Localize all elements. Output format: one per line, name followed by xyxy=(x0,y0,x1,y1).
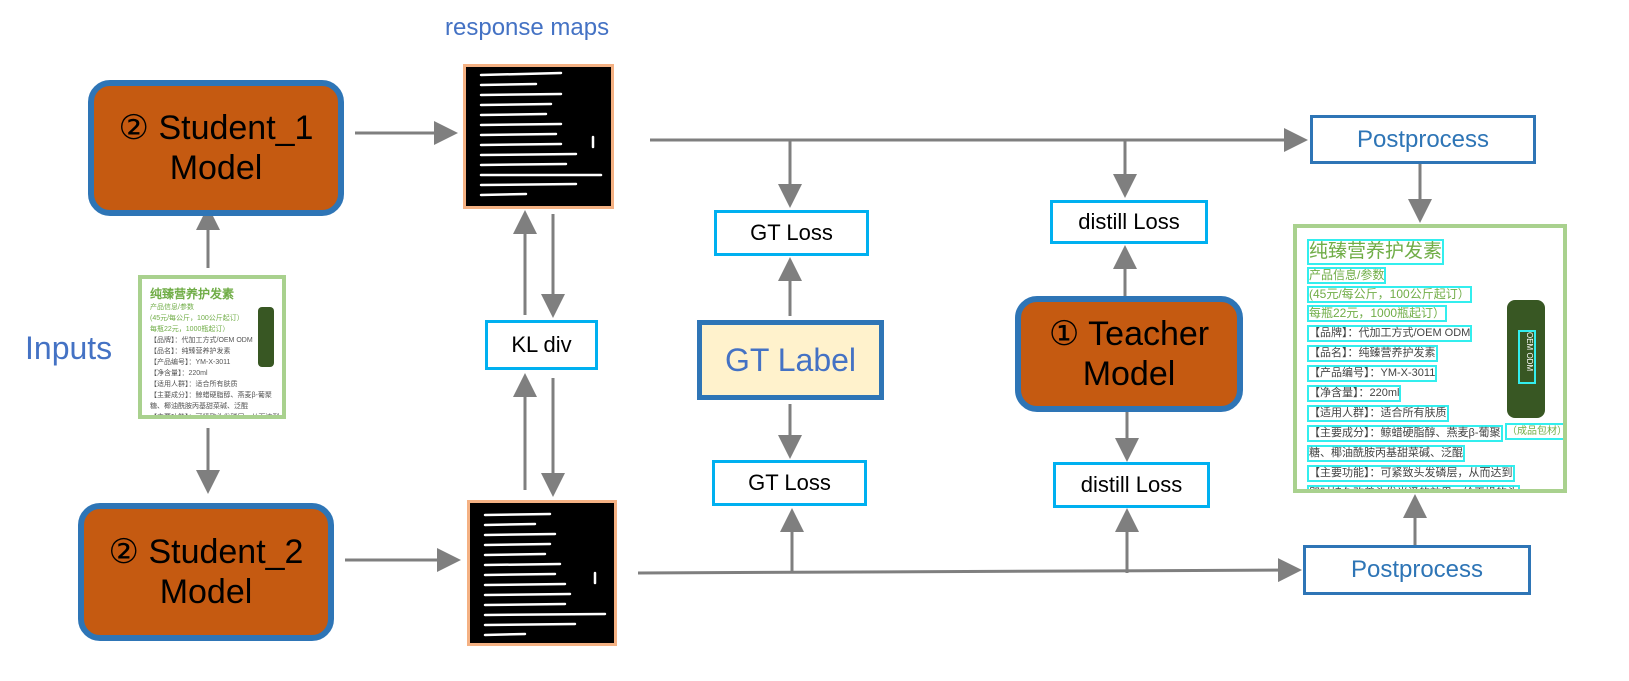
input-text-line: (45元/每公斤，100公斤起订） xyxy=(150,315,244,322)
output-text-box: (45元/每公斤，100公斤起订） xyxy=(1307,286,1472,303)
input-text-line: 糖、椰油酰胺丙基甜菜碱、泛醌 xyxy=(150,403,248,410)
output-text-box: 【适用人群】：适合所有肤质 xyxy=(1307,405,1449,422)
output-text-box: 【品牌】：代加工方式/OEM ODM xyxy=(1307,325,1473,342)
input-text-line: 【品名】：纯臻营养护发素 xyxy=(150,348,231,355)
gt-label-box: GT Label xyxy=(697,320,884,400)
input-text-line: 【适用人群】：适合所有肤质 xyxy=(150,381,238,388)
distill-loss-bottom: distill Loss xyxy=(1053,462,1210,508)
input-text-line: 【净含量】：220ml xyxy=(150,370,208,377)
bottle-icon: OEM ODM xyxy=(1507,300,1545,418)
distill-loss-top: distill Loss xyxy=(1050,200,1208,244)
input-text-line: 产品信息/参数 xyxy=(150,304,194,311)
output-text-box: 即时持久改善头发光泽的效果，给干燥的头 xyxy=(1307,485,1520,489)
input-text-line: 【品牌】：代加工方式/OEM ODM xyxy=(150,337,253,344)
output-text-box: 糖、椰油酰胺丙基甜菜碱、泛醌 xyxy=(1307,445,1465,462)
output-text-box: 【产品编号】：YM-X-3011 xyxy=(1307,365,1438,382)
input-text-line: 【主要功能】：可紧致头发磷层，从而达到 xyxy=(150,414,280,419)
student2-sublabel: Model xyxy=(159,573,253,611)
kl-div-box: KL div xyxy=(485,320,598,370)
postprocess-top: Postprocess xyxy=(1310,115,1536,164)
output-detection-image: 纯臻营养护发素 产品信息/参数 (45元/每公斤，100公斤起订） 每瓶22元，10… xyxy=(1293,224,1567,493)
output-text-box: 【净含量】：220ml xyxy=(1307,385,1402,402)
response-maps-title: response maps xyxy=(445,14,610,41)
bottle-icon xyxy=(258,307,274,367)
arrow-map2-to-postprocess xyxy=(637,558,1302,583)
input-image: 纯臻营养护发素 产品信息/参数 (45元/每公斤，100公斤起订） 每瓶22元，10… xyxy=(138,275,286,419)
student1-sublabel: Model xyxy=(169,149,263,187)
input-product-title: 纯臻营养护发素 xyxy=(150,287,235,301)
output-text-box: 【主要成分】：鲸蜡硬脂醇、燕麦β-葡聚 xyxy=(1307,425,1503,442)
output-text-box: 每瓶22元，1000瓶起订） xyxy=(1307,305,1448,322)
teacher-label: ① Teacher xyxy=(1048,315,1210,353)
inputs-label: Inputs xyxy=(25,330,113,366)
product-caption: （成品包材） xyxy=(1505,423,1563,440)
teacher-sublabel: Model xyxy=(1082,355,1176,393)
gt-loss-top: GT Loss xyxy=(714,210,869,256)
output-text-box: 【品名】：纯臻营养护发素 xyxy=(1307,345,1438,362)
student1-label: ② Student_1 xyxy=(118,109,314,147)
output-text-box: 产品信息/参数 xyxy=(1307,267,1387,284)
input-text-line: 【产品编号】：YM-X-3011 xyxy=(150,359,231,366)
output-product-title: 纯臻营养护发素 xyxy=(1307,239,1445,265)
input-text-line: 每瓶22元，1000瓶起订） xyxy=(150,326,230,333)
bottle-label: OEM ODM xyxy=(1518,330,1536,384)
gt-loss-bottom: GT Loss xyxy=(712,460,867,506)
postprocess-bottom: Postprocess xyxy=(1303,545,1531,595)
response-map-2 xyxy=(467,500,617,646)
student2-label: ② Student_2 xyxy=(108,533,304,571)
response-map-1 xyxy=(463,64,614,209)
output-text-box: 【主要功能】：可紧致头发磷层，从而达到 xyxy=(1307,465,1515,482)
input-text-line: 【主要成分】：鲸蜡硬脂醇、燕麦β-葡聚 xyxy=(150,392,272,399)
